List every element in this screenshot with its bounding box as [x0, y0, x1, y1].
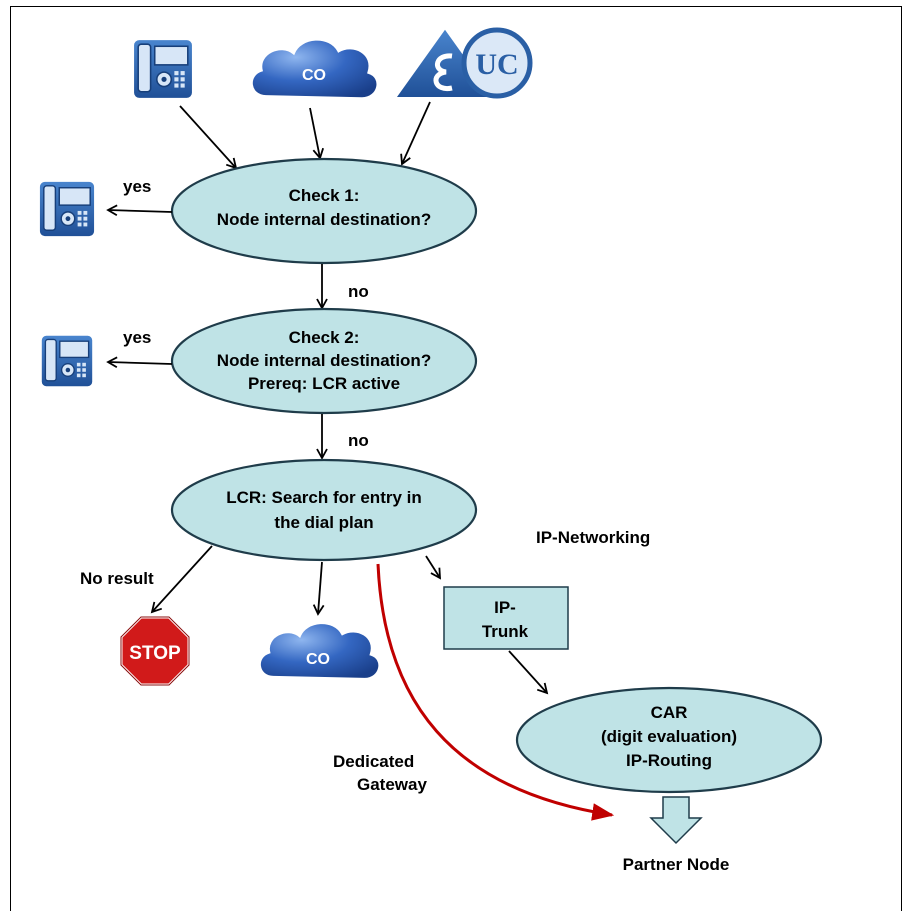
check2-line3: Prereq: LCR active — [248, 374, 400, 393]
check2-line1: Check 2: — [289, 328, 360, 347]
phone-yes1-icon — [37, 180, 97, 238]
lcr-line1: LCR: Search for entry in — [226, 488, 422, 507]
yes1-label: yes — [123, 177, 151, 196]
co-top-label: CO — [302, 67, 326, 84]
edge-uc-to-check1 — [400, 101, 431, 166]
edge-check1-yes — [106, 204, 173, 217]
check2-line2: Node internal destination? — [217, 351, 431, 370]
edge-co-to-check1 — [309, 107, 324, 160]
edge-dedicated-gateway — [376, 563, 615, 821]
check1-node: Check 1: Node internal destination? — [170, 157, 478, 265]
ip-networking-label: IP-Networking — [536, 528, 650, 547]
partner-node-label: Partner Node — [623, 855, 730, 874]
no2-label: no — [348, 431, 369, 450]
car-node: CAR (digit evaluation) IP-Routing — [515, 686, 823, 794]
edge-phone-to-check1 — [179, 105, 238, 170]
edge-lcr-to-co — [312, 561, 325, 616]
car-line3: IP-Routing — [626, 751, 712, 770]
lcr-node: LCR: Search for entry in the dial plan — [170, 458, 478, 562]
co-cloud-top-icon: CO — [250, 38, 379, 100]
uc-logo-icon: UC — [393, 26, 533, 99]
uc-label: UC — [475, 48, 518, 81]
no1-label: no — [348, 282, 369, 301]
co-bottom-label: CO — [306, 651, 330, 668]
ip-trunk-node: IP- Trunk — [443, 586, 569, 650]
check2-node: Check 2: Node internal destination? Prer… — [170, 307, 478, 415]
car-line2: (digit evaluation) — [601, 727, 737, 746]
edge-ip-trunk-to-car — [508, 650, 549, 695]
check1-line1: Check 1: — [289, 186, 360, 205]
phone-yes2-icon — [39, 334, 95, 388]
dedicated-gateway-line1: Dedicated — [333, 752, 414, 771]
car-line1: CAR — [651, 703, 688, 722]
edge-lcr-to-ip-trunk — [425, 555, 441, 580]
check1-line2: Node internal destination? — [217, 210, 431, 229]
block-arrow-down-icon — [649, 796, 703, 845]
dedicated-gateway-line2: Gateway — [357, 775, 427, 794]
edge-check2-yes — [106, 356, 173, 369]
phone-top-icon — [132, 38, 194, 100]
stop-sign-icon: STOP — [119, 615, 191, 687]
edge-lcr-to-stop — [150, 545, 213, 614]
lcr-line2: the dial plan — [274, 513, 373, 532]
ip-trunk-line1: IP- — [494, 598, 516, 617]
diagram-frame — [10, 6, 902, 911]
stop-label: STOP — [129, 643, 181, 664]
co-cloud-bottom-icon: CO — [258, 622, 381, 680]
no-result-label: No result — [80, 569, 154, 588]
ip-trunk-line2: Trunk — [482, 622, 529, 641]
yes2-label: yes — [123, 328, 151, 347]
